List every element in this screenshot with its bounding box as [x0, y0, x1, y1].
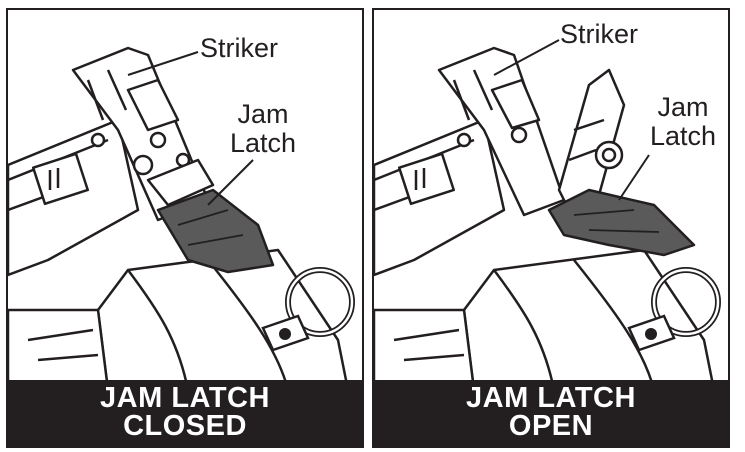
striker-leader-line	[493, 39, 560, 76]
jam-latch-label-line2: Latch	[650, 121, 717, 151]
latch-arm-open	[557, 68, 626, 212]
magazine-body	[374, 118, 506, 277]
magazine-window	[31, 152, 89, 206]
magazine-window	[397, 152, 455, 206]
caption-line2: OPEN	[508, 410, 594, 442]
striker-label: Striker	[200, 33, 279, 63]
panel-jam-latch-open: Striker Jam Latch JAM LATCH OPEN	[372, 8, 730, 448]
caption-open: JAM LATCH OPEN	[374, 380, 728, 446]
caption-line1: JAM LATCH	[100, 382, 270, 414]
caption-line1: JAM LATCH	[466, 382, 636, 414]
striker-label: Striker	[560, 19, 639, 49]
jam-latch-label-line2: Latch	[230, 128, 297, 158]
jam-latch-label: Jam Latch	[650, 93, 716, 151]
jam-latch-leader-line	[618, 154, 650, 201]
jam-latch-label-line1: Jam	[237, 99, 289, 129]
jam-latch-label-line1: Jam	[657, 92, 709, 122]
panel-jam-latch-closed: Striker Jam Latch JAM LATCH CLOSED	[6, 8, 364, 448]
striker-leader-line	[127, 51, 199, 76]
jam-latch-open	[547, 188, 696, 257]
tool-illustration-open	[374, 39, 721, 390]
jam-latch-leader-line	[207, 159, 254, 206]
caption-closed: JAM LATCH CLOSED	[8, 380, 362, 446]
caption-line2: CLOSED	[123, 410, 247, 442]
jam-latch-closed	[156, 188, 275, 274]
tool-illustration-closed	[8, 46, 355, 390]
jam-latch-label: Jam Latch	[230, 100, 296, 158]
magazine-body	[8, 118, 140, 277]
